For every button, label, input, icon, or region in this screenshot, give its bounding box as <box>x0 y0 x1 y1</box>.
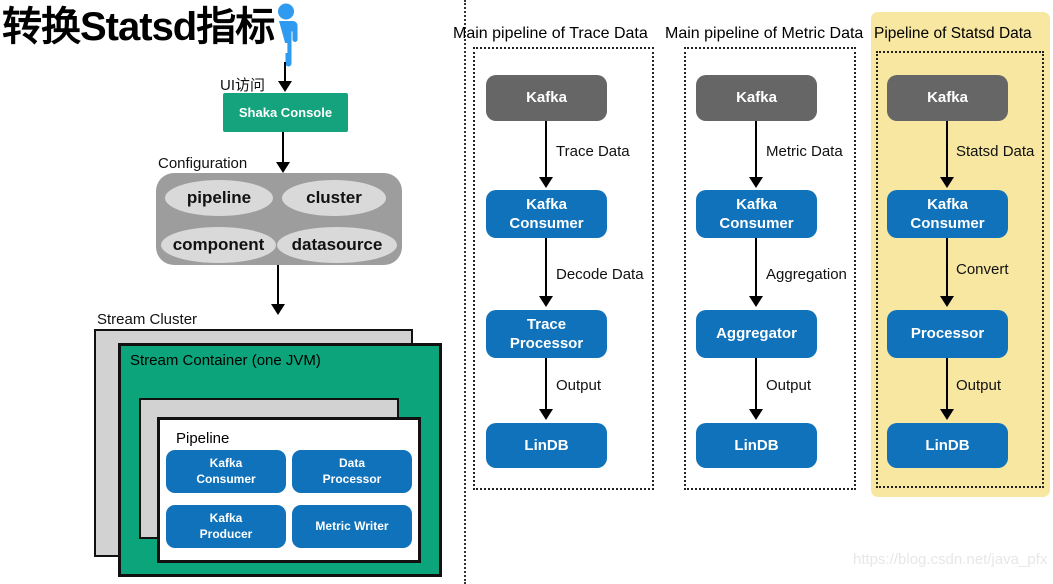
arrow <box>940 358 954 420</box>
edge-label: Trace Data <box>556 143 630 160</box>
node-processor: Processor <box>887 310 1008 358</box>
shaka-console-box: Shaka Console <box>223 93 348 132</box>
pipeline-column-metric: Main pipeline of Metric Data Kafka Metri… <box>665 25 863 495</box>
arrow <box>749 238 763 307</box>
pipeline-panel <box>473 47 654 490</box>
arrow <box>749 358 763 420</box>
edge-label: Output <box>766 377 812 394</box>
node-trace-processor: Trace Processor <box>486 310 607 358</box>
arrow <box>749 121 763 188</box>
node-kafka: Kafka <box>887 75 1008 121</box>
component-data-processor: Data Processor <box>292 450 412 493</box>
stream-container-label: Stream Container (one JVM) <box>130 352 321 369</box>
arrow <box>940 121 954 188</box>
pipeline-panel <box>876 51 1044 488</box>
edge-label: Statsd Data <box>956 143 1035 160</box>
node-kafka-consumer: Kafka Consumer <box>696 190 817 238</box>
edge-label: Output <box>556 377 602 394</box>
config-item-pipeline: pipeline <box>165 180 273 216</box>
arrow-person-to-console <box>278 62 292 92</box>
pipeline-label: Pipeline <box>176 430 230 447</box>
ui-access-label: UI访问 <box>220 77 266 94</box>
node-kafka: Kafka <box>486 75 607 121</box>
page-title: 转换Statsd指标 <box>2 5 275 49</box>
component-metric-writer: Metric Writer <box>292 505 412 548</box>
config-item-cluster: cluster <box>282 180 386 216</box>
component-kafka-consumer: Kafka Consumer <box>166 450 286 493</box>
arrow-console-to-config <box>276 132 290 173</box>
edge-label: Metric Data <box>766 143 843 160</box>
arrow <box>940 238 954 307</box>
pipeline-title: Main pipeline of Trace Data <box>453 25 648 42</box>
person-icon <box>278 3 298 67</box>
pipeline-column-statsd: Pipeline of Statsd Data Kafka Statsd Dat… <box>874 25 1044 495</box>
edge-label: Output <box>956 377 1002 394</box>
node-lindb: LinDB <box>887 423 1008 468</box>
arrow <box>539 238 553 307</box>
node-kafka: Kafka <box>696 75 817 121</box>
config-item-component: component <box>161 227 276 263</box>
stream-cluster-label: Stream Cluster <box>97 311 198 328</box>
pipeline-box: Pipeline Kafka Consumer Data Processor K… <box>157 417 421 563</box>
node-kafka-consumer: Kafka Consumer <box>486 190 607 238</box>
section-divider <box>464 0 466 584</box>
pipeline-column-trace: Main pipeline of Trace Data Kafka Trace … <box>453 25 654 495</box>
node-kafka-consumer: Kafka Consumer <box>887 190 1008 238</box>
arrow <box>539 358 553 420</box>
arrow-config-to-cluster <box>271 265 285 315</box>
config-item-datasource: datasource <box>277 227 397 263</box>
node-lindb: LinDB <box>486 423 607 468</box>
edge-label: Aggregation <box>766 266 847 283</box>
watermark: https://blog.csdn.net/java_pfx <box>853 551 1048 568</box>
pipeline-title: Pipeline of Statsd Data <box>874 25 1032 42</box>
edge-label: Decode Data <box>556 266 644 283</box>
edge-label: Convert <box>956 261 1009 278</box>
configuration-box: pipeline cluster component datasource <box>156 173 402 265</box>
node-lindb: LinDB <box>696 423 817 468</box>
pipeline-panel <box>684 47 856 490</box>
component-kafka-producer: Kafka Producer <box>166 505 286 548</box>
arrow <box>539 121 553 188</box>
node-aggregator: Aggregator <box>696 310 817 358</box>
pipeline-title: Main pipeline of Metric Data <box>665 25 864 42</box>
configuration-label: Configuration <box>158 155 248 172</box>
